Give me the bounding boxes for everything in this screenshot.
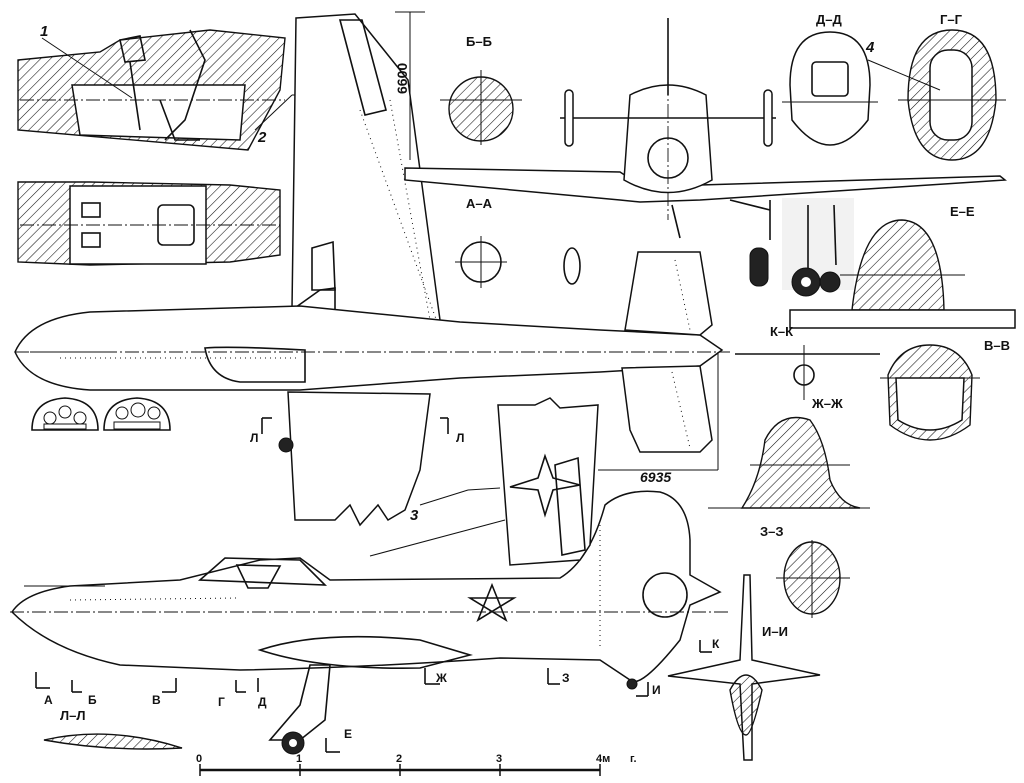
cross-sections [43,29,1016,761]
cockpit-top-detail [17,181,281,266]
marker-k: К [712,637,720,651]
instrument-panels [31,397,171,431]
callout-4: 4 [865,39,875,56]
scale-fragment-label: г. [630,753,637,765]
marker-a: А [44,693,53,707]
marker-g: Г [218,695,225,709]
section-label-ll: Л–Л [60,708,85,723]
callout-2: 2 [257,129,267,146]
wing-panel [419,397,599,566]
scale-tick-label: 0 [196,753,202,765]
scale-tick-label: 1 [296,753,302,765]
callout-3: 3 [410,507,419,524]
section-label-vv: В–В [984,338,1010,353]
section-label-gg: Г–Г [940,12,963,27]
scale-bar: 0 1 2 3 4м г. [196,753,637,776]
marker-zh: Ж [435,671,447,685]
callout-1: 1 [40,23,48,40]
marker-b: Б [88,693,97,707]
scale-tick-label: 3 [496,753,502,765]
marker-z: З [562,671,570,685]
section-label-ee: Е–Е [950,204,975,219]
section-label-bb: Б–Б [466,34,492,49]
marker-l2: Л [456,431,464,445]
section-label-zz: З–З [760,524,784,539]
undercarriage-detail [782,198,854,297]
section-label-aa: А–А [466,196,493,211]
section-label-ii: И–И [762,624,788,639]
marker-d: Д [258,695,267,709]
marker-e: Е [344,727,352,741]
cockpit-side-detail [17,29,300,151]
front-view [404,18,1007,287]
drawing-labels: 1 2 3 4 6600 6935 Б–Б А–А Д–Д Г–Г Е–Е К–… [40,12,1010,741]
dimension-6935: 6935 [640,469,671,485]
dimension-6600: 6600 [394,63,410,94]
marker-i: И [652,683,661,697]
plan-view [14,11,730,527]
marker-v: В [152,693,161,707]
side-view [10,490,730,755]
section-label-dd: Д–Д [816,12,842,27]
section-label-kk: К–К [770,324,793,339]
section-label-zhzh: Ж–Ж [811,396,843,411]
scale-tick-label: 4м [596,753,610,765]
section-cut-markers [35,417,712,753]
marker-l1: Л [250,431,258,445]
scale-tick-label: 2 [396,753,402,765]
